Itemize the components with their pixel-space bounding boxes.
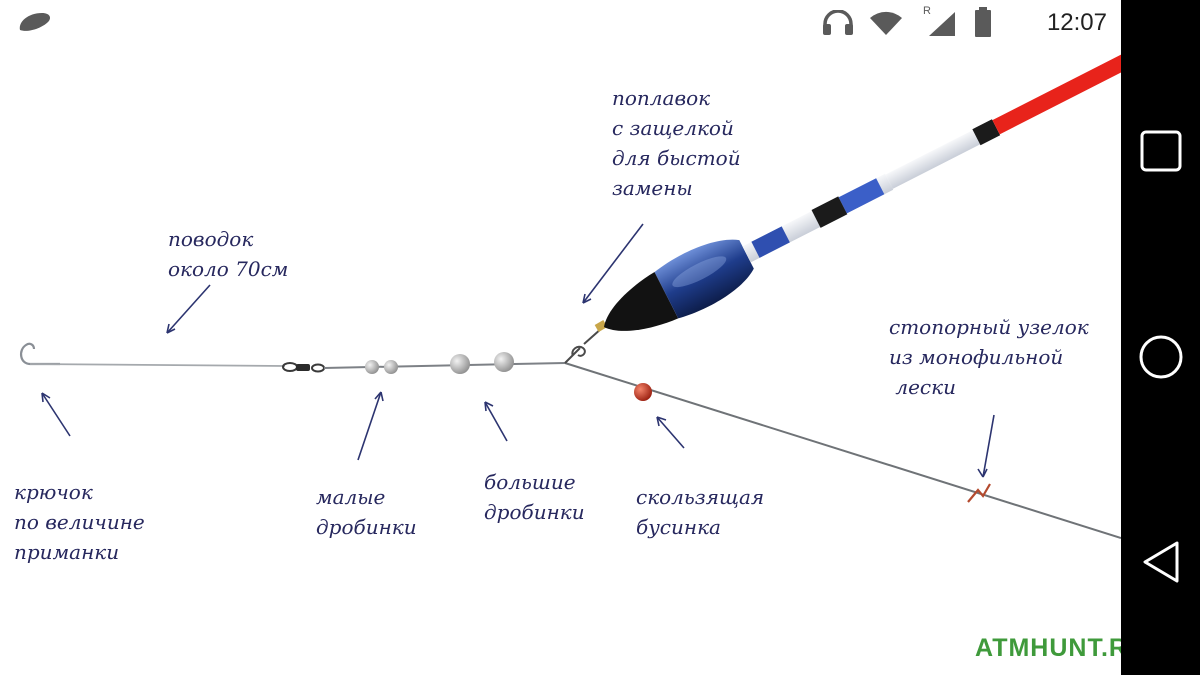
large-shot-2 (494, 352, 514, 372)
battery-icon (975, 7, 991, 37)
status-time: 12:07 (1046, 9, 1107, 36)
hook (20, 342, 60, 366)
label-leader: поводок около 70см (168, 227, 289, 281)
sliding-bead (634, 383, 652, 401)
fishing-rig-diagram: поплавок с защелкой для быстой замены по… (0, 44, 1143, 675)
float (604, 47, 1121, 331)
headphones-icon (823, 10, 853, 35)
status-bar: R 12:07 (0, 0, 1121, 44)
label-stopper-knot: стопорный узелок из монофильной лески (889, 315, 1089, 399)
large-shot-1 (450, 354, 470, 374)
small-shot-2 (384, 360, 398, 374)
float-clip (564, 327, 603, 364)
rig-illustration (20, 47, 1121, 539)
navigation-bar (1121, 0, 1200, 675)
recents-button[interactable] (1137, 127, 1185, 175)
stopper-knot (967, 483, 991, 503)
swivel (282, 362, 325, 373)
label-large-shot: большие дробинки (484, 470, 585, 524)
label-float: поплавок с защелкой для быстой замены (612, 86, 741, 200)
signal-roaming-icon (929, 12, 955, 36)
app-notification-icon (19, 13, 50, 31)
label-sliding-bead: скользящая бусинка (636, 485, 765, 539)
small-shot-1 (365, 360, 379, 374)
leader-line (29, 363, 286, 367)
status-icons: R (791, 0, 1121, 44)
recents-square-icon (1140, 130, 1182, 172)
roaming-indicator: R (923, 5, 931, 17)
pointer-arrows (41, 223, 995, 478)
label-small-shot: малые дробинки (316, 485, 417, 539)
home-button[interactable] (1137, 333, 1185, 381)
watermark: ATMHUNT.Ru (975, 634, 1145, 662)
wifi-icon (870, 11, 902, 35)
back-button[interactable] (1137, 538, 1185, 586)
home-circle-icon (1139, 335, 1183, 379)
running-line (564, 362, 1121, 539)
back-triangle-icon (1143, 541, 1179, 583)
label-hook: крючок по величине приманки (14, 480, 145, 564)
main-line (323, 362, 566, 369)
